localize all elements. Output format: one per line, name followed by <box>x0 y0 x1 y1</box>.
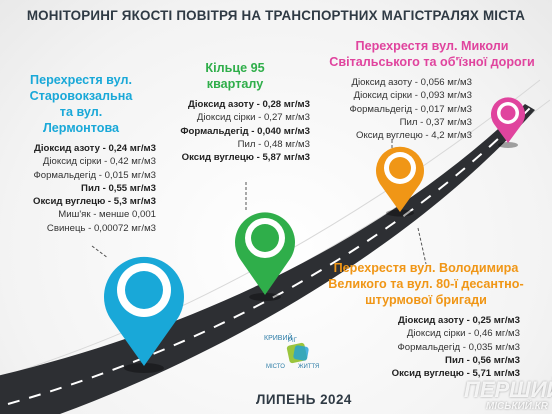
location-pin-orange-icon <box>376 146 424 212</box>
location-block-starovokzalna: Перехрестя вул. Старовокзальна та вул. Л… <box>6 72 156 235</box>
reading-row: Пил - 0,48 мг/м3 <box>237 138 310 150</box>
location-pin-green-icon <box>235 212 295 295</box>
reading-row: Оксид вуглецю - 5,71 мг/м3 <box>391 368 520 380</box>
location-title: Перехрестя вул. Миколи Світальського та … <box>329 39 535 69</box>
location-block-kiltse-95: Кільце 95 кварталу Діоксид азоту - 0,28 … <box>160 60 310 164</box>
logo-text: МІСТО <box>266 364 285 370</box>
readings-list: Діоксид азоту - 0,24 мг/м3 Діоксид сірки… <box>6 142 156 235</box>
readings-list: Діоксид азоту - 0,25 мг/м3 Діоксид сірки… <box>302 314 550 380</box>
reading-row: Формальдегід - 0,040 мг/м3 <box>180 125 310 137</box>
watermark: ПЕРШИЙ МІСЬКИЙ.КR <box>464 377 552 413</box>
reading-row: Діоксид сірки - 0,42 мг/м3 <box>42 156 156 168</box>
reading-row: Оксид вуглецю - 5,3 мг/м3 <box>33 196 156 208</box>
pin-shadow <box>498 142 518 148</box>
location-block-svitalskoho: Перехрестя вул. Миколи Світальського та … <box>316 38 548 142</box>
location-title: Перехрестя вул. Старовокзальна та вул. Л… <box>29 73 133 135</box>
location-title: Кільце 95 кварталу <box>205 61 265 91</box>
logo-text: РІГ <box>288 338 298 344</box>
reading-row: Свинець - 0,00072 мг/м3 <box>46 222 156 234</box>
reading-row: Формальдегід - 0,015 мг/м3 <box>33 169 156 181</box>
location-pin-blue-icon <box>104 256 184 366</box>
city-logo: КРИВИЙ РІГ МІСТО ЖИТТЯ <box>264 333 319 370</box>
reading-row: Діоксид сірки - 0,093 мг/м3 <box>353 90 472 102</box>
pin-shadow <box>249 293 281 301</box>
reading-row: Діоксид азоту - 0,24 мг/м3 <box>34 143 156 154</box>
pin-shadow <box>124 363 164 373</box>
reading-row: Пил - 0,55 мг/м3 <box>81 182 156 194</box>
location-title: Перехрестя вул. Володимира Великого та в… <box>328 261 524 307</box>
report-date: ЛИПЕНЬ 2024 <box>256 392 352 407</box>
reading-row: Миш'як - менше 0,001 <box>58 209 156 221</box>
logo-text: ЖИТТЯ <box>298 364 319 370</box>
reading-row: Діоксид азоту - 0,25 мг/м3 <box>398 315 520 326</box>
logo-text: КРИВИЙ <box>264 333 293 342</box>
readings-list: Діоксид азоту - 0,28 мг/м3 Діоксид сірки… <box>160 98 310 164</box>
reading-row: Пил - 0,56 мг/м3 <box>445 354 520 366</box>
pin-shadow <box>386 209 414 217</box>
location-block-volodymyra-velykoho: Перехрестя вул. Володимира Великого та в… <box>302 260 550 380</box>
reading-row: Формальдегід - 0,035 мг/м3 <box>397 341 520 353</box>
reading-row: Діоксид азоту - 0,28 мг/м3 <box>188 99 310 110</box>
reading-row: Діоксид азоту - 0,056 мг/м3 <box>351 77 472 88</box>
reading-row: Оксид вуглецю - 4,2 мг/м3 <box>355 130 472 142</box>
reading-row: Формальдегід - 0,017 мг/м3 <box>349 103 472 115</box>
reading-row: Пил - 0,37 мг/м3 <box>399 116 472 128</box>
reading-row: Діоксид сірки - 0,27 мг/м3 <box>196 112 310 124</box>
page-title: МОНІТОРИНГ ЯКОСТІ ПОВІТРЯ НА ТРАНСПОРТНИ… <box>26 8 526 23</box>
reading-row: Діоксид сірки - 0,46 мг/м3 <box>406 328 520 340</box>
reading-row: Оксид вуглецю - 5,87 мг/м3 <box>181 152 310 164</box>
readings-list: Діоксид азоту - 0,056 мг/м3 Діоксид сірк… <box>316 76 548 142</box>
location-pin-pink-icon <box>491 97 525 143</box>
